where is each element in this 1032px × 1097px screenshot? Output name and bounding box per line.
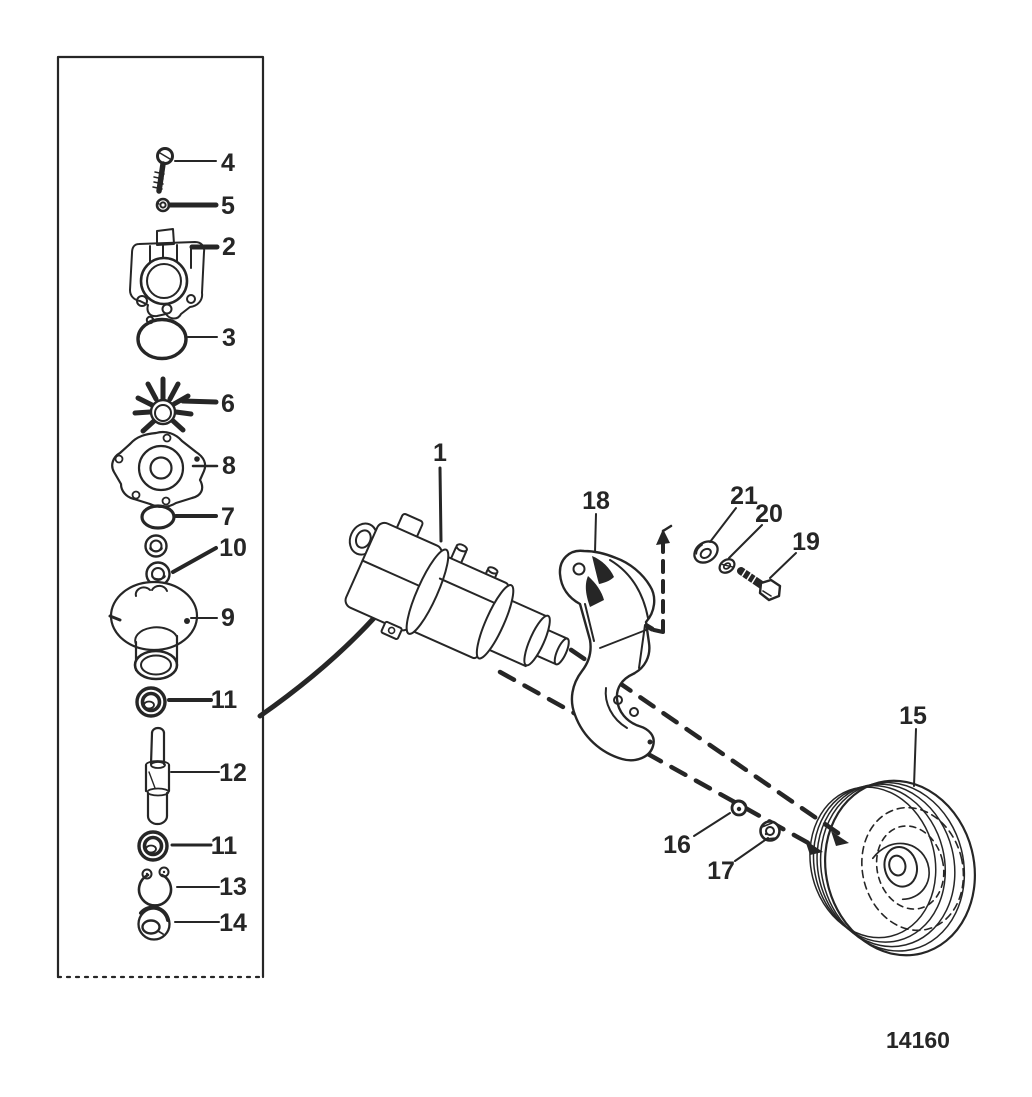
- callout-11-seal: 11: [211, 832, 238, 860]
- part-1-pump-assembly-drawing: [344, 513, 570, 668]
- part-3-o-ring-drawing: [136, 317, 188, 361]
- callout-17-nut: 17: [707, 857, 735, 885]
- part-19-bolt-drawing: [737, 567, 782, 602]
- part-6-impeller-drawing: [132, 376, 194, 434]
- connector-curve: [257, 615, 377, 719]
- callout-10-seals: 10: [219, 534, 247, 562]
- part-21-washer-drawing: [693, 540, 719, 564]
- part-9-pump-base-drawing: [108, 580, 199, 681]
- part-14-washer-drawing: [137, 905, 171, 941]
- part-11-seal-drawing: [137, 830, 169, 862]
- part-18-bracket-drawing: [558, 549, 656, 762]
- callout-1-pump-assembly: 1: [433, 439, 447, 467]
- part-20-lock-washer-drawing: [718, 558, 736, 574]
- callout-leader-17-nut: [734, 837, 769, 862]
- callout-leader-19-bolt: [769, 552, 797, 579]
- callout-leader-6-impeller: [180, 398, 219, 405]
- part-12-shaft-drawing: [144, 726, 171, 826]
- part-4-screw-drawing: [152, 147, 174, 194]
- part-8-wear-plate-drawing: [111, 430, 207, 508]
- callout-2-pump-housing: 2: [222, 233, 236, 261]
- assembly-centerlines: [497, 631, 849, 855]
- callout-9-pump-base: 9: [221, 604, 235, 632]
- callout-20-lock-washer: 20: [755, 500, 783, 528]
- callout-12-shaft: 12: [219, 759, 247, 787]
- callout-11-seal: 11: [211, 686, 238, 714]
- callout-leader-20-lock-washer: [728, 524, 763, 559]
- callout-5-nut: 5: [221, 192, 235, 220]
- part-13-snap-ring-drawing: [137, 866, 173, 907]
- drawing-number: 14160: [886, 1027, 950, 1053]
- part-2-pump-housing-drawing: [129, 228, 206, 325]
- callout-3-o-ring: 3: [222, 324, 236, 352]
- part-5-nut-drawing: [155, 197, 171, 213]
- callout-21-washer: 21: [730, 482, 758, 510]
- callout-leader-10-seals: [171, 546, 218, 574]
- parts-group-box: [56, 55, 265, 979]
- callout-15-pulley: 15: [899, 702, 927, 730]
- callout-leader-16-nut: [693, 812, 731, 837]
- callout-6-impeller: 6: [221, 390, 235, 418]
- part-7-o-ring-drawing: [140, 504, 176, 530]
- callout-13-snap-ring: 13: [219, 873, 247, 901]
- part-15-pulley-drawing: [809, 779, 976, 957]
- callout-8-wear-plate: 8: [222, 452, 236, 480]
- part-17-nut-drawing: [759, 820, 781, 842]
- part-10-seals-drawing: [144, 534, 171, 587]
- callout-16-nut: 16: [663, 831, 691, 859]
- callout-19-bolt: 19: [792, 528, 820, 556]
- callout-leader-1-pump-assembly: [438, 466, 443, 543]
- callout-4-screw: 4: [221, 149, 235, 177]
- callout-18-bracket: 18: [582, 487, 610, 515]
- callout-7-o-ring: 7: [221, 503, 235, 531]
- callout-leader-18-bracket: [594, 513, 597, 553]
- callout-leader-21-washer: [709, 507, 737, 543]
- callout-14-washer: 14: [219, 909, 247, 937]
- callout-leader-15-pulley: [913, 728, 917, 787]
- part-16-nut-drawing: [730, 799, 748, 817]
- part-11-seal-drawing: [135, 686, 167, 718]
